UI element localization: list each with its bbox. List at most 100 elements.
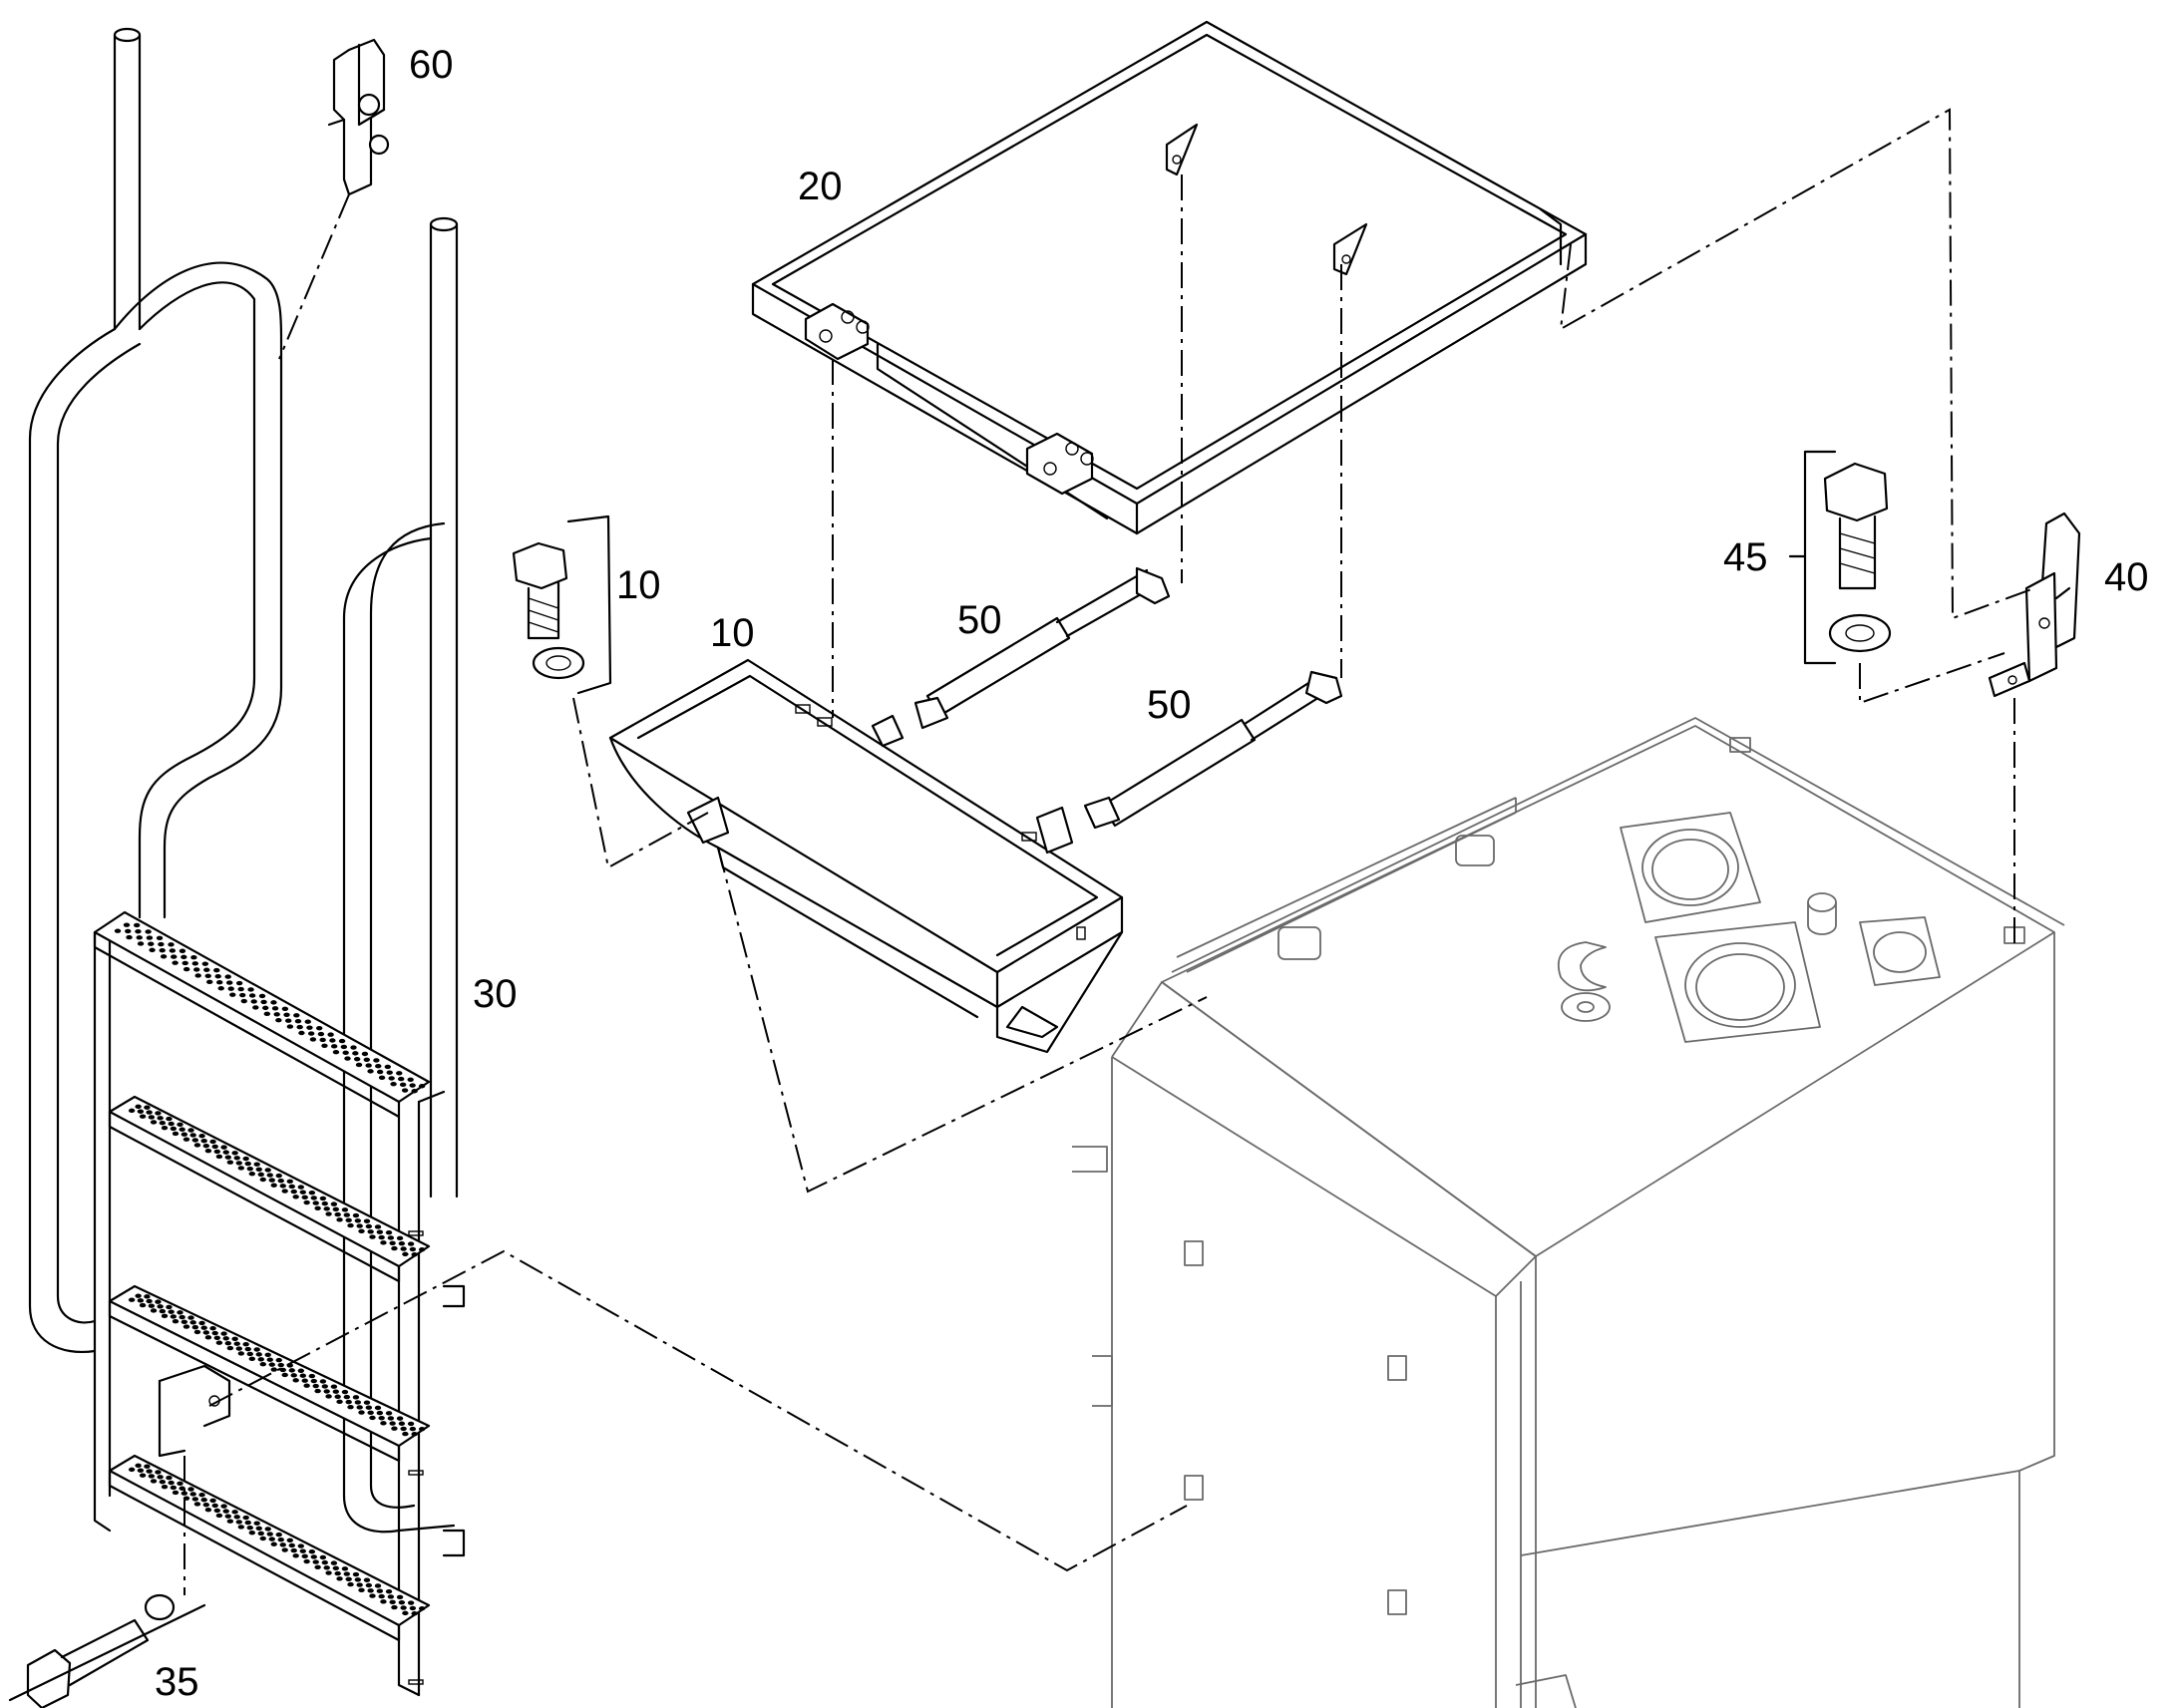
perforation-dot (156, 935, 164, 941)
perforation-dot (387, 1594, 395, 1599)
perforation-dot (177, 1310, 183, 1315)
perforation-dot (303, 1383, 310, 1388)
perforation-dot (397, 1076, 405, 1082)
perforation-dot (288, 1368, 295, 1373)
perforation-dot (290, 1189, 297, 1195)
perforation-dot (268, 1362, 275, 1367)
perforation-dot (229, 992, 236, 997)
perforation-dot (293, 1013, 300, 1018)
perforation-dot (148, 1474, 156, 1479)
perforation-dot (201, 961, 209, 966)
perforation-dot (343, 1571, 351, 1576)
perforation-dot (374, 1405, 382, 1411)
perforation-dot (224, 1514, 231, 1519)
perforation-dot (191, 1324, 199, 1330)
perforation-dot (248, 1531, 255, 1536)
perforation-dot (155, 1299, 162, 1304)
perforation-dot (387, 1416, 395, 1421)
perforation-dot (222, 1150, 229, 1155)
perforation-dot (363, 1218, 371, 1223)
perforation-dot (198, 1320, 205, 1326)
perforation-dot (224, 974, 231, 979)
ladder-assembly (28, 27, 466, 1697)
perforation-dot (376, 1410, 384, 1416)
perforation-dot (244, 1520, 251, 1526)
perforation-dot (352, 1395, 360, 1400)
perforation-dot (233, 1341, 240, 1346)
perforation-dot (204, 1507, 212, 1513)
perforation-dot (126, 934, 133, 940)
perforation-dot (193, 967, 200, 972)
latch-40 (1988, 512, 2081, 698)
perforation-dot (283, 1012, 290, 1017)
perforation-dot (187, 1487, 194, 1492)
bolt-35 (8, 1593, 206, 1708)
perforation-dot (407, 1077, 414, 1082)
perforation-dot (352, 1571, 360, 1577)
perforation-dot (264, 1168, 271, 1173)
perforation-dot (217, 986, 224, 991)
perforation-dot (144, 1294, 151, 1299)
perforation-dot (344, 1056, 351, 1061)
perforation-dot (168, 1309, 175, 1314)
perforation-dot (281, 1006, 289, 1012)
perforation-dot (172, 1490, 180, 1496)
perforation-dot (411, 1089, 418, 1094)
perforation-dot (266, 1173, 273, 1178)
perforation-dot (200, 1325, 207, 1330)
perforation-dot (317, 1031, 325, 1037)
perforation-dot (323, 1389, 330, 1394)
perforation-dot (211, 1144, 218, 1150)
bolt-45 (1788, 450, 1892, 665)
perforation-dot (341, 1207, 349, 1212)
perforation-dot (159, 1121, 167, 1126)
perforation-dot (367, 1410, 374, 1416)
perforation-dot (400, 1246, 407, 1251)
perforation-dot (315, 1025, 323, 1031)
perforation-dot (209, 1498, 216, 1504)
perforation-dot (150, 1479, 158, 1484)
perforation-dot (312, 1559, 319, 1564)
perforation-dot (166, 1116, 173, 1122)
perforation-dot (268, 1178, 275, 1183)
perforation-dot (299, 1548, 306, 1553)
perforation-dot (171, 954, 178, 959)
perforation-dot (137, 1468, 145, 1473)
perforation-dot (202, 1330, 210, 1335)
perforation-dot (338, 1038, 346, 1044)
perforation-dot (202, 1143, 210, 1149)
perforation-dot (135, 1104, 142, 1110)
perforation-dot (358, 1410, 365, 1415)
perforation-dot (248, 993, 256, 998)
perforation-dot (345, 1217, 352, 1223)
perforation-dot (250, 999, 257, 1004)
perforation-dot (284, 1018, 292, 1023)
perforation-dot (330, 1384, 338, 1389)
perforation-dot (354, 1218, 362, 1223)
perforation-dot (288, 1542, 295, 1548)
perforation-dot (277, 1362, 284, 1368)
perforation-dot (330, 1044, 338, 1049)
perforation-dot (194, 973, 201, 978)
perforation-dot (314, 1388, 321, 1394)
perforation-dot (220, 1504, 227, 1509)
perforation-dot (304, 1019, 311, 1024)
perforation-dot (203, 967, 210, 972)
perforation-dot (325, 1394, 332, 1399)
perforation-dot (209, 1326, 216, 1331)
perforation-dot (367, 1229, 374, 1234)
perforation-dot (398, 1240, 406, 1246)
perforation-dot (260, 999, 267, 1005)
perforation-dot (226, 1160, 234, 1165)
perforation-dot (297, 1368, 305, 1373)
perforation-dot (170, 1485, 178, 1491)
perforation-dot (213, 1149, 220, 1155)
perforation-dot (255, 1526, 262, 1531)
perforation-dot (255, 1352, 262, 1357)
perforation-dot (336, 1576, 343, 1581)
perforation-dot (252, 1005, 259, 1010)
perforation-dot (182, 1137, 190, 1142)
perforation-dot (281, 1547, 288, 1552)
perforation-dot (264, 1527, 271, 1532)
perforation-dot (341, 1389, 349, 1395)
